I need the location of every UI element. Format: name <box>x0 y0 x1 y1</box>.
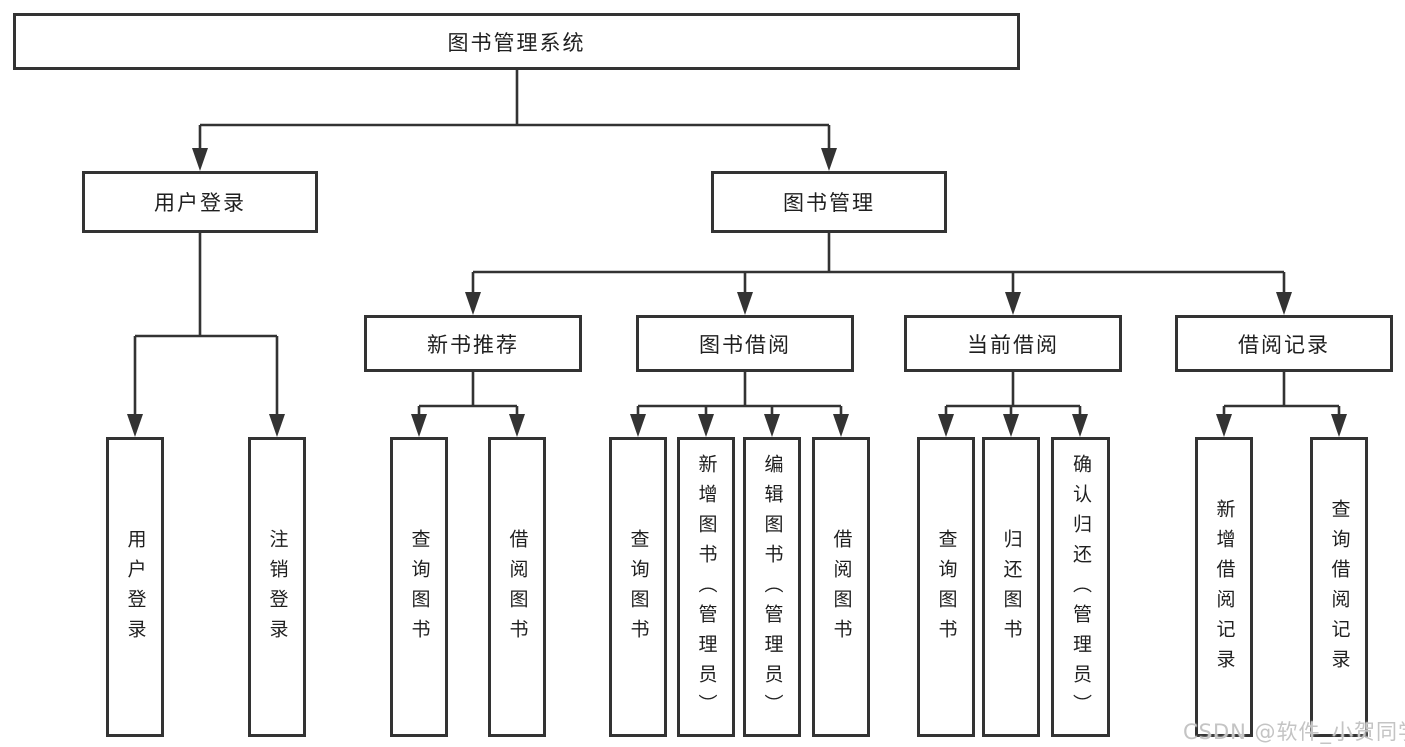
leaf-logout-login: 注销登录 <box>248 437 306 737</box>
leaf-borrow-books-borrow: 借阅图书 <box>812 437 870 737</box>
node-borrow-records: 借阅记录 <box>1175 315 1393 372</box>
leaf-query-books-newbooks: 查询图书 <box>390 437 448 737</box>
node-new-book-recommend: 新书推荐 <box>364 315 582 372</box>
leaf-confirm-return-admin: 确认归还（管理员） <box>1051 437 1110 737</box>
node-book-management: 图书管理 <box>711 171 947 233</box>
leaf-return-books: 归还图书 <box>982 437 1040 737</box>
leaf-query-books-borrow: 查询图书 <box>609 437 667 737</box>
node-user-login: 用户登录 <box>82 171 318 233</box>
leaf-borrow-books-newbooks: 借阅图书 <box>488 437 546 737</box>
leaf-query-books-current: 查询图书 <box>917 437 975 737</box>
leaf-add-borrow-record: 新增借阅记录 <box>1195 437 1253 737</box>
node-current-borrow: 当前借阅 <box>904 315 1122 372</box>
leaf-user-login: 用户登录 <box>106 437 164 737</box>
node-book-borrow: 图书借阅 <box>636 315 854 372</box>
leaf-edit-books-admin: 编辑图书（管理员） <box>743 437 801 737</box>
leaf-add-books-admin: 新增图书（管理员） <box>677 437 735 737</box>
csdn-watermark: CSDN @软件_小贺同学 <box>1183 720 1405 744</box>
leaf-query-borrow-record: 查询借阅记录 <box>1310 437 1368 737</box>
node-root-system: 图书管理系统 <box>13 13 1020 70</box>
